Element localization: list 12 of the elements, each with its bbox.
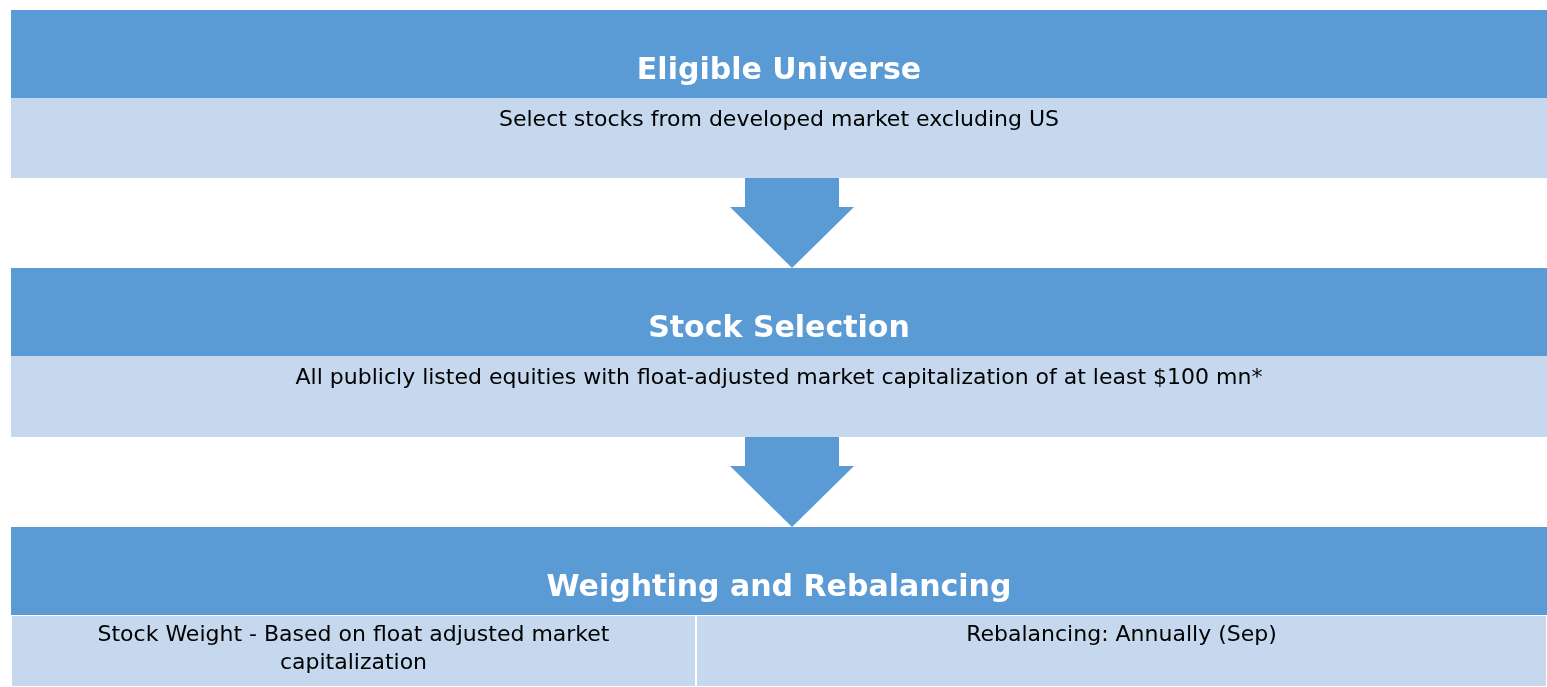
stage-description: Select stocks from developed market excluding US — [498, 105, 1060, 131]
description-cell: Stock Weight - Based on float adjusted market capitalization — [11, 615, 696, 687]
stage-heading: Eligible Universe — [11, 10, 1547, 98]
block-arrow — [730, 437, 854, 527]
description-cell: Rebalancing: Annually (Sep) — [696, 615, 1547, 687]
block-arrow — [730, 178, 854, 268]
stage-heading: Stock Selection — [11, 268, 1547, 356]
stage-panel — [11, 268, 1547, 437]
stage-panel — [11, 527, 1547, 687]
stage-description: All publicly listed equities with float-adjusted market capitalization of at least $100 mn* — [294, 363, 1264, 389]
stage-panel — [11, 10, 1547, 178]
stage-heading: Weighting and Rebalancing — [11, 527, 1547, 615]
